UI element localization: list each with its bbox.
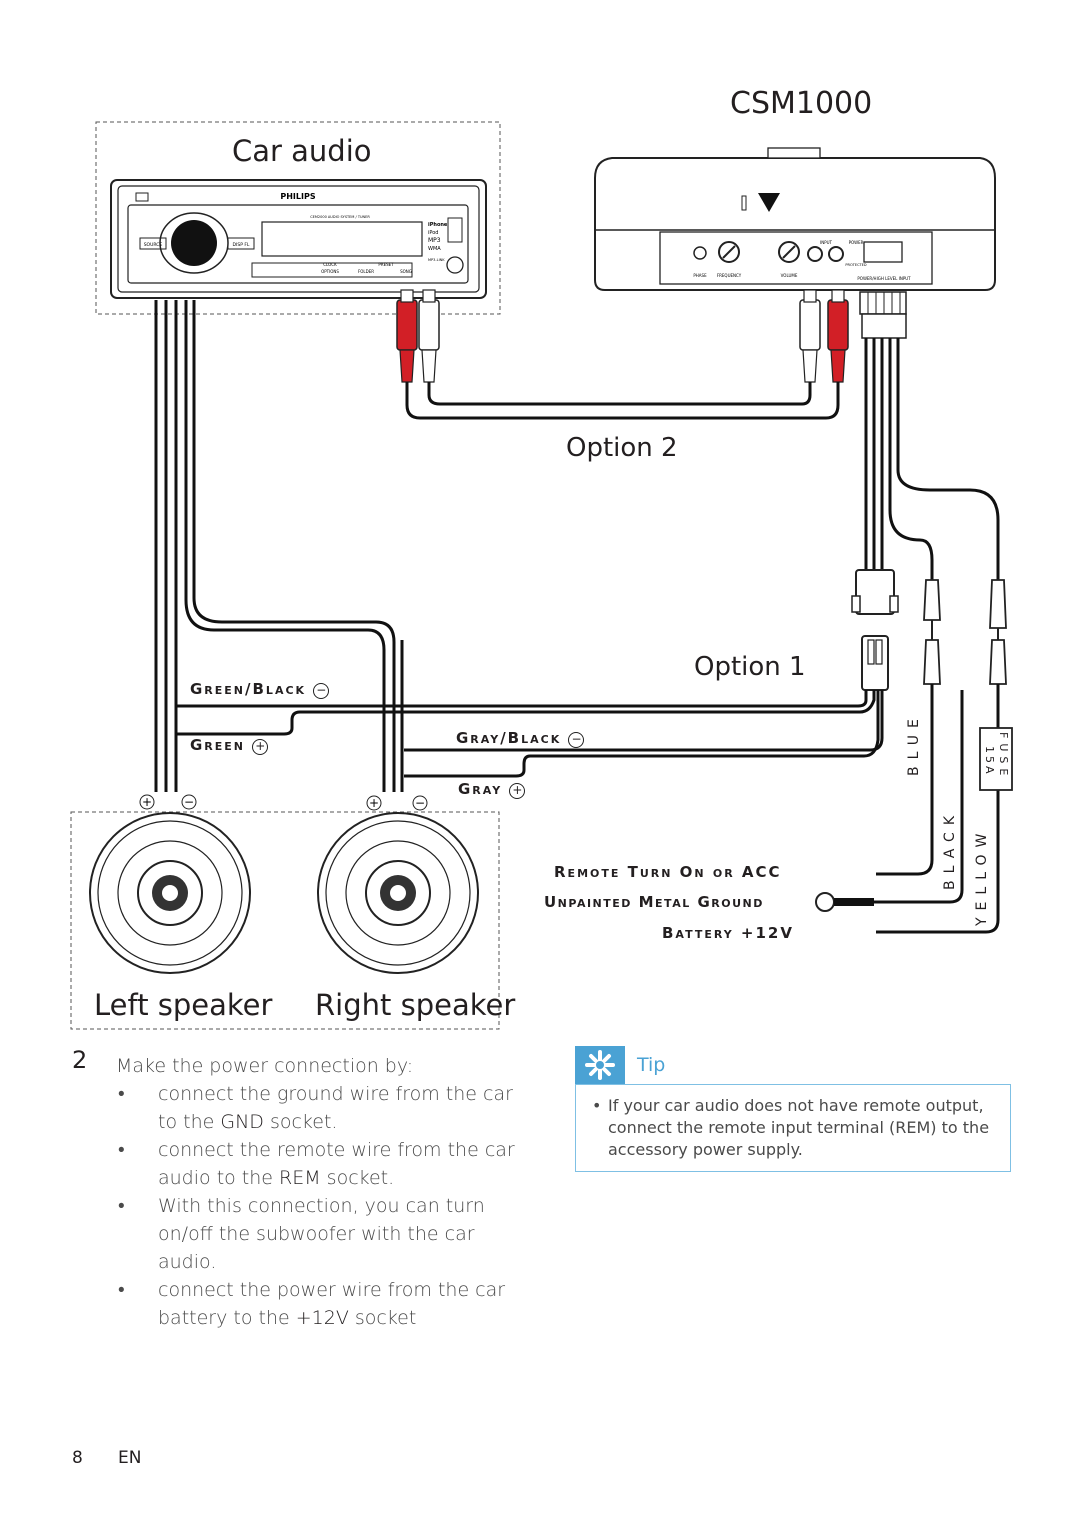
amp-power-input-label: POWER/HIGH LEVEL INPUT	[857, 276, 911, 281]
battery-12v-label: Battery +12V	[662, 924, 794, 942]
blue-wire-to-remote	[876, 684, 934, 876]
car-audio-title: Car audio	[232, 134, 372, 168]
green-wire-label: Green +	[190, 736, 269, 755]
gray-text: Gray	[458, 780, 503, 798]
harness-connector-upper	[851, 569, 899, 615]
tip-title: Tip	[637, 1054, 666, 1076]
left-speaker-graphic	[89, 812, 251, 974]
amp-volume-label: VOLUME	[781, 273, 798, 278]
fuse-label: FUSE	[997, 732, 1010, 781]
power-connector-plug	[859, 291, 907, 339]
amp-power-label: POWER	[849, 240, 864, 245]
clock-label: CLOCK	[323, 262, 337, 267]
speaker-wire-right-2	[192, 300, 396, 792]
gray-black-wire-label: Gray/Black −	[456, 729, 585, 748]
plus-icon: +	[252, 739, 269, 755]
mp3-link-label: MP3-LINK	[428, 258, 445, 262]
tip-header: Tip	[575, 1046, 1011, 1084]
wire-gray-black	[404, 690, 884, 752]
svg-text:+: +	[369, 796, 379, 810]
head-unit-model: CEM2000 AUDIO SYSTEM / TUNER	[310, 215, 370, 219]
ipod-label: iPod	[428, 230, 438, 236]
black-wire-label: BLACK	[942, 808, 958, 890]
instructions-list: connect the ground wire from the car to …	[116, 1080, 536, 1332]
wma-label: WMA	[428, 246, 441, 252]
gray-black-text: Gray/Black	[456, 729, 562, 747]
black-wire-to-ground	[870, 690, 964, 904]
blue-wire-connector	[923, 579, 941, 685]
mp3-label: MP3	[428, 237, 441, 244]
preset-label: PRESET	[378, 262, 394, 267]
folder-label: FOLDER	[358, 269, 374, 274]
options-label: OPTIONS	[321, 269, 339, 274]
gray-wire-label: Gray +	[458, 780, 526, 799]
head-unit-brand: PHILIPS	[280, 192, 315, 201]
polarity-markers: + − + −	[139, 794, 428, 811]
song-label: SONG	[400, 269, 412, 274]
rca-cable-1	[405, 382, 840, 420]
right-speaker-graphic	[317, 812, 479, 974]
svg-text:+: +	[142, 795, 152, 809]
right-speaker-label: Right speaker	[315, 988, 516, 1022]
source-button-label: SOURCE	[144, 242, 163, 248]
fuse-rating-label: 15A	[983, 746, 996, 777]
ground-terminal	[815, 892, 874, 912]
speakers-frame	[70, 811, 500, 1030]
wire-gray	[404, 690, 880, 778]
tip-content: If your car audio does not have remote o…	[575, 1084, 1011, 1172]
iphone-label: iPhone	[428, 222, 448, 228]
amplifier-unit	[594, 147, 996, 291]
language-code: EN	[118, 1448, 142, 1468]
head-unit	[110, 179, 487, 299]
fuse-box	[979, 727, 1013, 791]
list-item: connect the remote wire from the car aud…	[116, 1136, 536, 1192]
wiring-diagram: PHILIPS CEM2000 AUDIO SYSTEM / TUNER SOU…	[70, 121, 1013, 1030]
svg-text:−: −	[415, 796, 425, 810]
product-title: CSM1000	[730, 86, 873, 121]
step-number: 2	[72, 1046, 88, 1074]
yellow-wire	[896, 338, 1000, 580]
speaker-wire-right-1	[184, 300, 386, 792]
rca-plugs-head-unit	[396, 289, 440, 383]
yellow-wire-connector	[989, 579, 1007, 685]
remote-turn-on-label: Remote Turn On or ACC	[554, 863, 782, 881]
amp-input-label: INPUT	[820, 240, 833, 245]
page-number: 8	[72, 1448, 83, 1468]
yellow-wire-label: YELLOW	[974, 826, 990, 926]
instructions-intro: Make the power connection by:	[116, 1055, 414, 1077]
wire-green	[175, 690, 876, 736]
list-item: connect the power wire from the car batt…	[116, 1276, 536, 1332]
list-item: connect the ground wire from the car to …	[116, 1080, 536, 1136]
wire-green-black	[175, 690, 868, 708]
plus-icon: +	[509, 783, 526, 799]
amp-frequency-label: FREQUENCY	[717, 273, 742, 278]
car-audio-frame	[95, 121, 501, 315]
blue-wire	[888, 338, 934, 580]
green-text: Green	[190, 736, 246, 754]
green-black-wire-label: Green/Black −	[190, 680, 330, 699]
disp-button-label: DISP FL	[233, 242, 250, 248]
green-black-text: Green/Black	[190, 680, 307, 698]
left-speaker-label: Left speaker	[94, 988, 273, 1022]
tip-box: Tip If your car audio does not have remo…	[575, 1046, 1011, 1172]
amp-phase-label: PHASE	[693, 273, 707, 278]
blue-wire-label: BLUE	[906, 712, 922, 776]
unpainted-metal-ground-label: Unpainted Metal Ground	[544, 893, 764, 911]
option-2-label: Option 2	[566, 433, 678, 463]
rca-cable-2	[427, 382, 812, 406]
option-1-label: Option 1	[694, 652, 806, 682]
svg-text:−: −	[184, 795, 194, 809]
tip-text: If your car audio does not have remote o…	[586, 1095, 1000, 1161]
instructions-block: Make the power connection by: connect th…	[116, 1052, 536, 1332]
harness-connector-lower	[861, 635, 889, 691]
minus-icon: −	[568, 732, 585, 748]
rca-plugs-amplifier	[799, 289, 849, 383]
minus-icon: −	[313, 683, 330, 699]
yellow-wire-to-battery	[876, 684, 1000, 934]
asterisk-icon	[575, 1046, 625, 1084]
list-item: With this connection, you can turn on/of…	[116, 1192, 536, 1276]
amp-protected-label: PROTECTED	[845, 263, 866, 267]
